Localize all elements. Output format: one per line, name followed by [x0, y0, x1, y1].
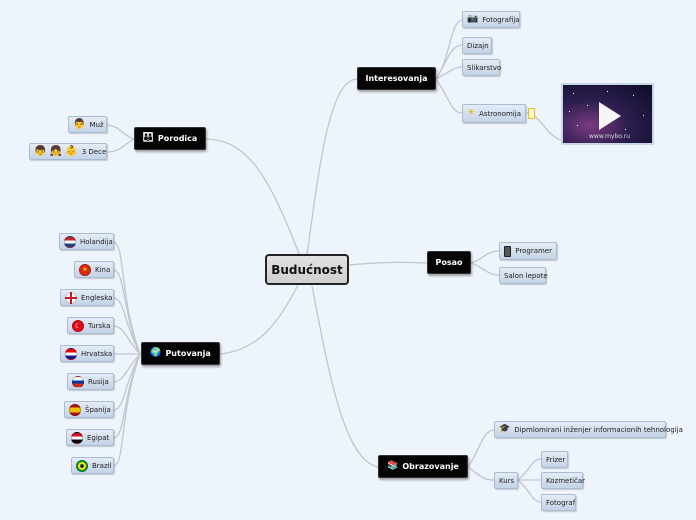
topic-salon-lepote-label: Salon lepote — [504, 271, 548, 280]
topic-muz[interactable]: 👨 Muž — [68, 116, 107, 133]
topic-programer[interactable]: Programer — [499, 242, 557, 260]
topic-rusija-label: Rusija — [88, 377, 109, 386]
topic-kozmeticar[interactable]: Kozmetičar — [541, 472, 586, 489]
topic-muz-label: Muž — [89, 120, 104, 129]
link-root-obrazovanje — [311, 285, 379, 468]
topic-porodica[interactable]: 👪 Porodica — [134, 127, 206, 150]
link-root-posao — [348, 261, 428, 266]
topic-kozmeticar-label: Kozmetičar — [546, 476, 586, 485]
link-root-porodica — [205, 138, 301, 257]
topic-fotografija[interactable]: 📷 Fotografija — [462, 11, 520, 28]
topic-fotografija-label: Fotografija — [482, 15, 520, 24]
croatia-flag-icon — [65, 347, 77, 360]
topic-interesovanja-label: Interesovanja — [365, 74, 428, 83]
note-icon[interactable] — [528, 108, 535, 119]
topic-dizajn[interactable]: Dizajn — [462, 37, 492, 54]
topic-diploma[interactable]: 🎓 Dipmlomirani inženjer informacionih te… — [494, 421, 683, 438]
topic-egipat-label: Egipat — [87, 433, 110, 442]
topic-diploma-label: Dipmlomirani inženjer informacionih tehn… — [514, 425, 683, 434]
topic-kina-label: Kina — [95, 265, 111, 274]
topic-salon-lepote[interactable]: Salon lepote — [499, 267, 548, 284]
topic-interesovanja[interactable]: Interesovanja — [357, 67, 436, 90]
topic-3-dece[interactable]: 👦 👧 👶 3 Dece — [29, 143, 107, 160]
spain-flag-icon — [69, 403, 81, 416]
root-topic-label: Budućnost — [271, 262, 343, 277]
family-icon: 👪 — [142, 133, 154, 143]
topic-dizajn-label: Dizajn — [467, 41, 489, 50]
topic-holandija[interactable]: Holandija — [59, 233, 114, 250]
topic-engleska[interactable]: Engleska — [60, 289, 114, 306]
topic-brazil-label: Brazil — [92, 461, 112, 470]
topic-frizer-label: Frizer — [546, 455, 566, 464]
topic-porodica-label: Porodica — [157, 134, 198, 143]
topic-hrvatska-label: Hrvatska — [81, 349, 113, 358]
topic-astronomija[interactable]: ☀ Astronomija — [462, 104, 526, 123]
topic-kurs[interactable]: Kurs — [494, 472, 518, 489]
topic-putovanja[interactable]: 🌍 Putovanja — [141, 342, 220, 365]
topic-putovanja-label: Putovanja — [165, 349, 211, 358]
topic-3-dece-label: 3 Dece — [81, 147, 107, 156]
topic-slikarstvo-label: Slikarstvo — [467, 63, 502, 72]
topic-frizer[interactable]: Frizer — [541, 451, 568, 468]
topic-turska[interactable]: ☾ Turska — [67, 317, 114, 334]
globe-icon: 🌍 — [150, 348, 162, 358]
topic-astronomija-label: Astronomija — [479, 109, 521, 118]
topic-turska-label: Turska — [88, 321, 111, 330]
root-topic[interactable]: Budućnost — [265, 254, 349, 285]
topic-brazil[interactable]: Brazil — [71, 457, 114, 474]
topic-kurs-label: Kurs — [499, 476, 515, 485]
topic-fotograf[interactable]: Fotograf — [541, 494, 576, 511]
topic-egipat[interactable]: Egipat — [66, 429, 114, 446]
topic-obrazovanje[interactable]: 📚 Obrazovanje — [378, 455, 468, 478]
topic-posao-label: Posao — [435, 258, 463, 267]
topic-hrvatska[interactable]: Hrvatska — [60, 345, 114, 362]
books-icon: 📚 — [387, 461, 399, 471]
sun-icon: ☀ — [467, 108, 476, 118]
camera-icon: 📷 — [467, 14, 479, 24]
topic-rusija[interactable]: Rusija — [67, 373, 114, 390]
topic-slikarstvo[interactable]: Slikarstvo — [462, 59, 502, 76]
link-root-interesovanja — [306, 78, 358, 256]
topic-engleska-label: Engleska — [81, 293, 113, 302]
monitor-icon — [504, 245, 512, 257]
topic-obrazovanje-label: Obrazovanje — [402, 462, 459, 471]
graduation-cap-icon: 🎓 — [499, 424, 511, 434]
link-root-putovanja — [219, 284, 299, 355]
man-icon: 👨 — [73, 118, 86, 130]
play-icon[interactable] — [599, 102, 621, 130]
topic-fotograf-label: Fotograf — [546, 498, 576, 507]
topic-spanija[interactable]: Španija — [64, 401, 114, 418]
topic-holandija-label: Holandija — [80, 237, 113, 246]
topic-posao[interactable]: Posao — [427, 251, 471, 274]
children-icon: 👦 👧 👶 — [34, 145, 78, 157]
russia-flag-icon — [72, 375, 84, 388]
video-watermark: www.mybo.ru — [589, 133, 631, 140]
topic-programer-label: Programer — [515, 247, 552, 255]
egypt-flag-icon — [71, 431, 83, 444]
netherlands-flag-icon — [64, 235, 76, 248]
topic-spanija-label: Španija — [85, 405, 111, 414]
china-flag-icon: ★ — [79, 263, 91, 276]
england-flag-icon — [65, 291, 77, 304]
astronomy-video-thumbnail[interactable]: www.mybo.ru — [561, 83, 654, 145]
brazil-flag-icon — [76, 459, 88, 472]
topic-kina[interactable]: ★ Kina — [74, 261, 114, 278]
turkey-flag-icon: ☾ — [72, 319, 84, 332]
